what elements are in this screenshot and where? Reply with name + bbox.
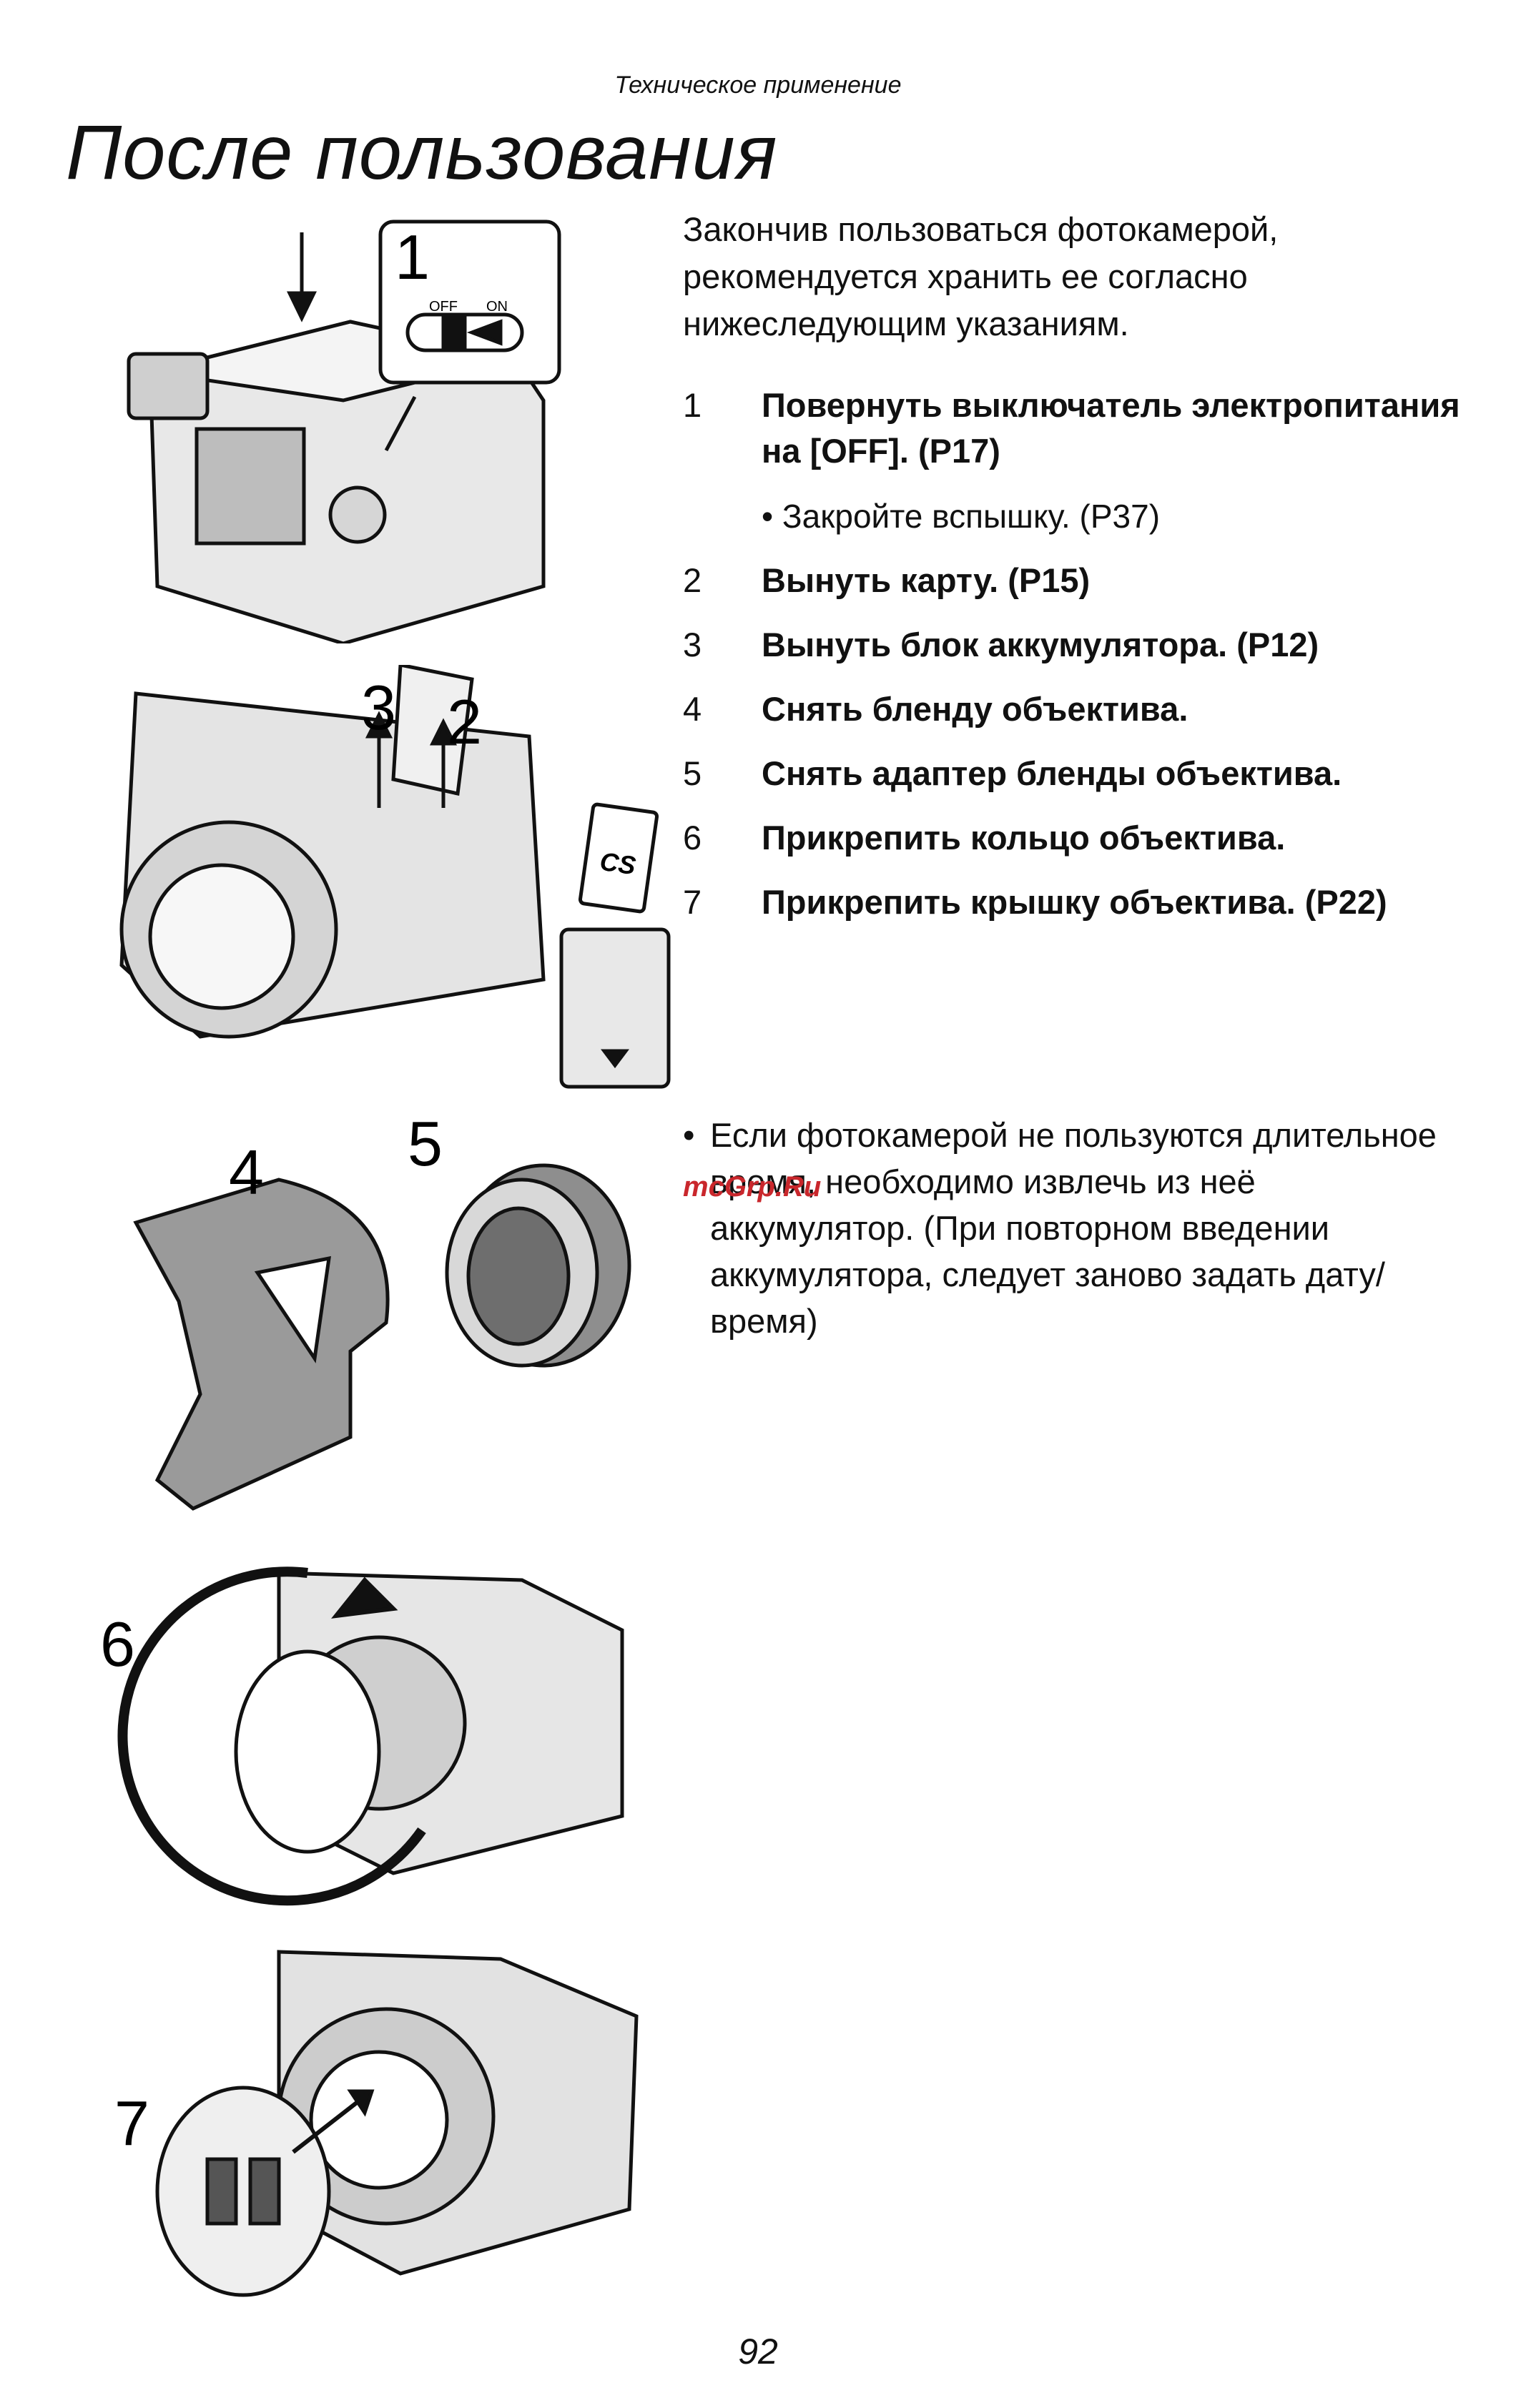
- figure-label-5: 5: [408, 1115, 443, 1179]
- dial: [328, 485, 387, 544]
- figure-label-7: 7: [114, 2088, 149, 2158]
- down-arrow-head: [287, 291, 317, 322]
- lcd-screen: [195, 427, 306, 546]
- step-number: 4: [683, 690, 702, 728]
- page-number: 92: [738, 2331, 778, 2372]
- running-header: Техническое применение: [614, 71, 902, 99]
- figure-label-2: 2: [447, 686, 482, 757]
- battery-arrow-icon: [601, 1049, 629, 1069]
- cap-arrow-line: [292, 2100, 359, 2154]
- figure-label-1: 1: [395, 222, 430, 292]
- note-bullet: •: [683, 1116, 695, 1154]
- step-text: Вынуть карту. (P15): [762, 561, 1091, 599]
- lens-hood: [133, 1178, 390, 1511]
- step-text: Повернуть выключатель электропитания на …: [762, 386, 1460, 470]
- cap-grip-right: [248, 2157, 281, 2226]
- arrow-2-head: [429, 718, 458, 746]
- figure-lens-cap: 7: [114, 1950, 639, 2297]
- figure-lens-ring: 6: [100, 1566, 624, 1906]
- step-text: Вынуть блок аккумулятора. (P12): [762, 626, 1319, 663]
- step-text: Снять адаптер бленды объектива.: [762, 754, 1342, 792]
- adapter-ring-hole: [466, 1206, 571, 1346]
- step-number: 2: [683, 561, 702, 599]
- compartment-door: [391, 665, 474, 796]
- memory-card: [578, 802, 659, 914]
- cap-grip-left: [205, 2157, 238, 2226]
- step-number: 3: [683, 626, 702, 663]
- figure-camera-power-switch: 1 OFF ON: [127, 219, 561, 643]
- figure-card-battery: CS 3 2: [119, 665, 671, 1089]
- intro-paragraph: Закончив пользоваться фотокамерой, реком…: [683, 210, 1279, 342]
- watermark: mcGrp.Ru: [683, 1171, 822, 1203]
- step-number: 6: [683, 819, 702, 857]
- viewfinder: [127, 352, 210, 420]
- step-number: 7: [683, 883, 702, 921]
- step1-subnote: • Закройте вспышку. (P37): [762, 498, 1161, 535]
- switch-arrow-icon: [466, 319, 503, 346]
- figure-hood-adapter: 5: [408, 1115, 631, 1368]
- switch-on-label: ON: [486, 299, 508, 315]
- card-logo: CS: [598, 847, 637, 881]
- hood-window: [254, 1255, 331, 1363]
- lens-ring: [234, 1649, 381, 1854]
- figure-label-3: 3: [361, 672, 396, 743]
- page-title: После пользования: [66, 109, 778, 195]
- rotation-arrow-head: [331, 1576, 398, 1619]
- figure-label-4: 4: [229, 1137, 264, 1208]
- lens-cap: [155, 2086, 331, 2297]
- step-text: Прикрепить крышку объектива. (P22): [762, 883, 1387, 921]
- step-text: Прикрепить кольцо объектива.: [762, 819, 1286, 857]
- figure-label-6: 6: [100, 1609, 135, 1679]
- rotation-arc: [117, 1566, 426, 1906]
- arrow-3-head: [365, 711, 393, 739]
- note-text: Если фотокамерой не пользуются длительно…: [710, 1116, 1437, 1340]
- lens-glass: [148, 863, 295, 1010]
- callout-line: [384, 395, 417, 452]
- switch-knob: [441, 316, 467, 349]
- lens-glass: [309, 2050, 449, 2190]
- switch-off-label: OFF: [429, 299, 458, 315]
- figure-lens-hood: 4: [133, 1137, 390, 1511]
- cap-arrow-head: [347, 2089, 375, 2117]
- step-text: Снять бленду объектива.: [762, 690, 1188, 728]
- step-number: 5: [683, 754, 702, 792]
- battery-pack: [559, 927, 671, 1089]
- step-number: 1: [683, 386, 702, 424]
